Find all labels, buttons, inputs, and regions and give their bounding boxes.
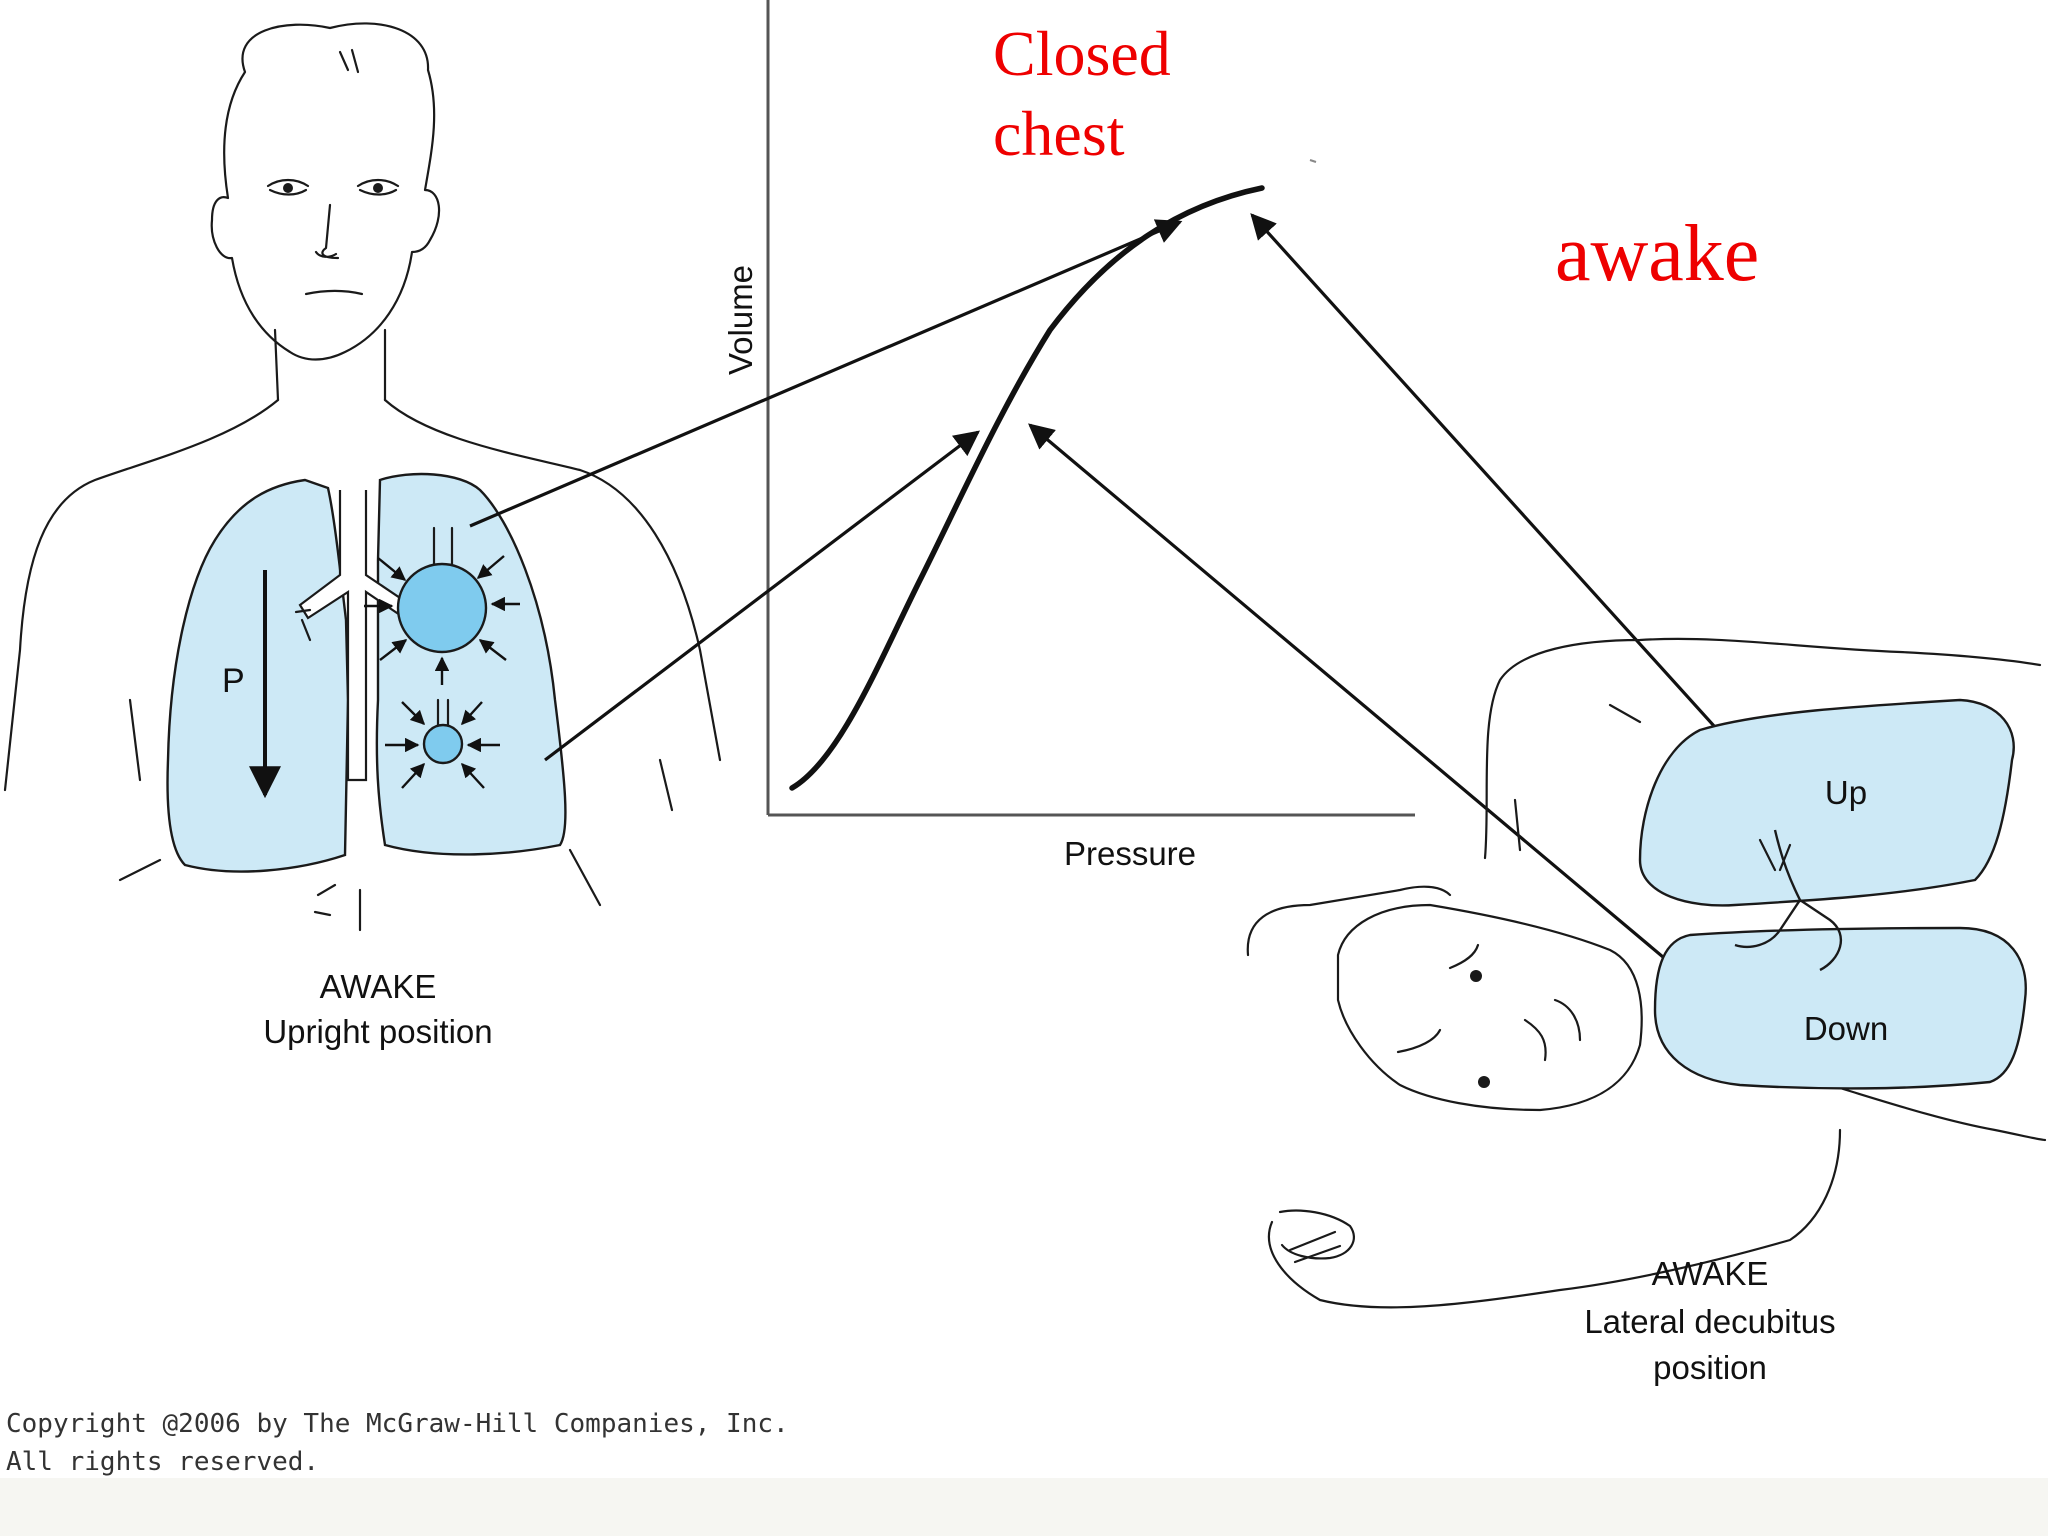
arrow-lower-alveolus-to-curve	[544, 430, 981, 762]
mapping-arrows	[469, 213, 1754, 980]
lateral-eye-upper	[1470, 970, 1482, 982]
pv-graph: Volume Pressure Closed chest awake	[722, 0, 1759, 872]
copyright-line2: All rights reserved.	[6, 1447, 319, 1477]
closed-chest-label-line1: Closed	[993, 18, 1171, 89]
compliance-curve	[789, 185, 1265, 791]
closed-chest-label-line2: chest	[993, 98, 1125, 169]
upper-alveolus-arrows	[364, 555, 520, 685]
lateral-down-lung	[1653, 926, 2027, 1090]
bottom-band	[0, 1478, 2048, 1536]
upright-navel-lines	[313, 883, 362, 932]
lateral-shoulder-lines	[1513, 703, 1642, 852]
down-lung-label: Down	[1804, 1010, 1888, 1047]
upright-head-outline	[210, 22, 441, 361]
upright-hair-strands	[338, 48, 360, 74]
upright-torso-outline	[3, 398, 280, 792]
lateral-arm	[1267, 1128, 1842, 1309]
pressure-label: P	[222, 662, 245, 700]
lateral-up-lung	[1638, 698, 2015, 907]
upright-left-lung	[166, 478, 350, 873]
lateral-caption-line1: AWAKE	[1652, 1255, 1769, 1292]
upper-alveolus	[396, 562, 488, 654]
lateral-figure: Up Down AWAKE Lateral decubitus position	[1246, 637, 2047, 1386]
arrow-upper-alveolus-to-curve	[469, 219, 1183, 528]
lower-alveolus	[422, 723, 464, 765]
awake-label: awake	[1555, 210, 1759, 298]
lateral-eye-lower	[1478, 1076, 1490, 1088]
upright-right-eye	[356, 178, 400, 196]
lateral-fingers	[1288, 1230, 1342, 1264]
lateral-body-lower	[1828, 1083, 2047, 1142]
upright-left-pupil	[283, 183, 293, 193]
lateral-head-outline	[1336, 903, 1643, 1112]
lateral-pillow	[1246, 885, 1452, 957]
arrow-up-lung-to-curve	[1250, 213, 1754, 770]
upright-waist-lines	[118, 848, 602, 907]
lateral-eyes	[1396, 943, 1480, 1054]
lateral-bronchi	[1734, 829, 1842, 972]
y-axis-label: Volume	[722, 265, 759, 375]
upright-caption-line2: Upright position	[263, 1013, 492, 1050]
upright-figure: P AWAKE Upright position	[3, 22, 722, 1050]
upright-torso-outline-right	[383, 398, 722, 762]
lateral-face-details	[1523, 998, 1582, 1062]
lateral-caption-line3: position	[1653, 1349, 1767, 1386]
copyright-line1: Copyright @2006 by The McGraw-Hill Compa…	[6, 1409, 789, 1439]
lateral-bronchi-detail	[1758, 838, 1792, 872]
upright-mouth	[304, 289, 364, 296]
upright-right-pupil	[373, 183, 383, 193]
lateral-caption-line2: Lateral decubitus	[1584, 1303, 1835, 1340]
upright-arm-lines	[128, 698, 674, 812]
x-axis-label: Pressure	[1064, 835, 1196, 872]
lower-alveolus-duct	[436, 698, 450, 728]
lateral-hand	[1278, 1209, 1355, 1260]
lateral-body-outline	[1483, 637, 2042, 860]
curve-end-mark	[1309, 159, 1317, 163]
upright-neck	[273, 328, 387, 402]
up-lung-label: Up	[1825, 774, 1867, 811]
upright-caption-line1: AWAKE	[320, 968, 437, 1005]
upright-left-eye	[266, 178, 310, 196]
arrow-down-lung-to-curve	[1028, 423, 1690, 980]
lower-alveolus-arrows	[385, 701, 500, 789]
upright-right-lung	[375, 472, 567, 856]
upright-nose	[314, 203, 340, 260]
upright-bronchus-detail	[294, 608, 312, 642]
